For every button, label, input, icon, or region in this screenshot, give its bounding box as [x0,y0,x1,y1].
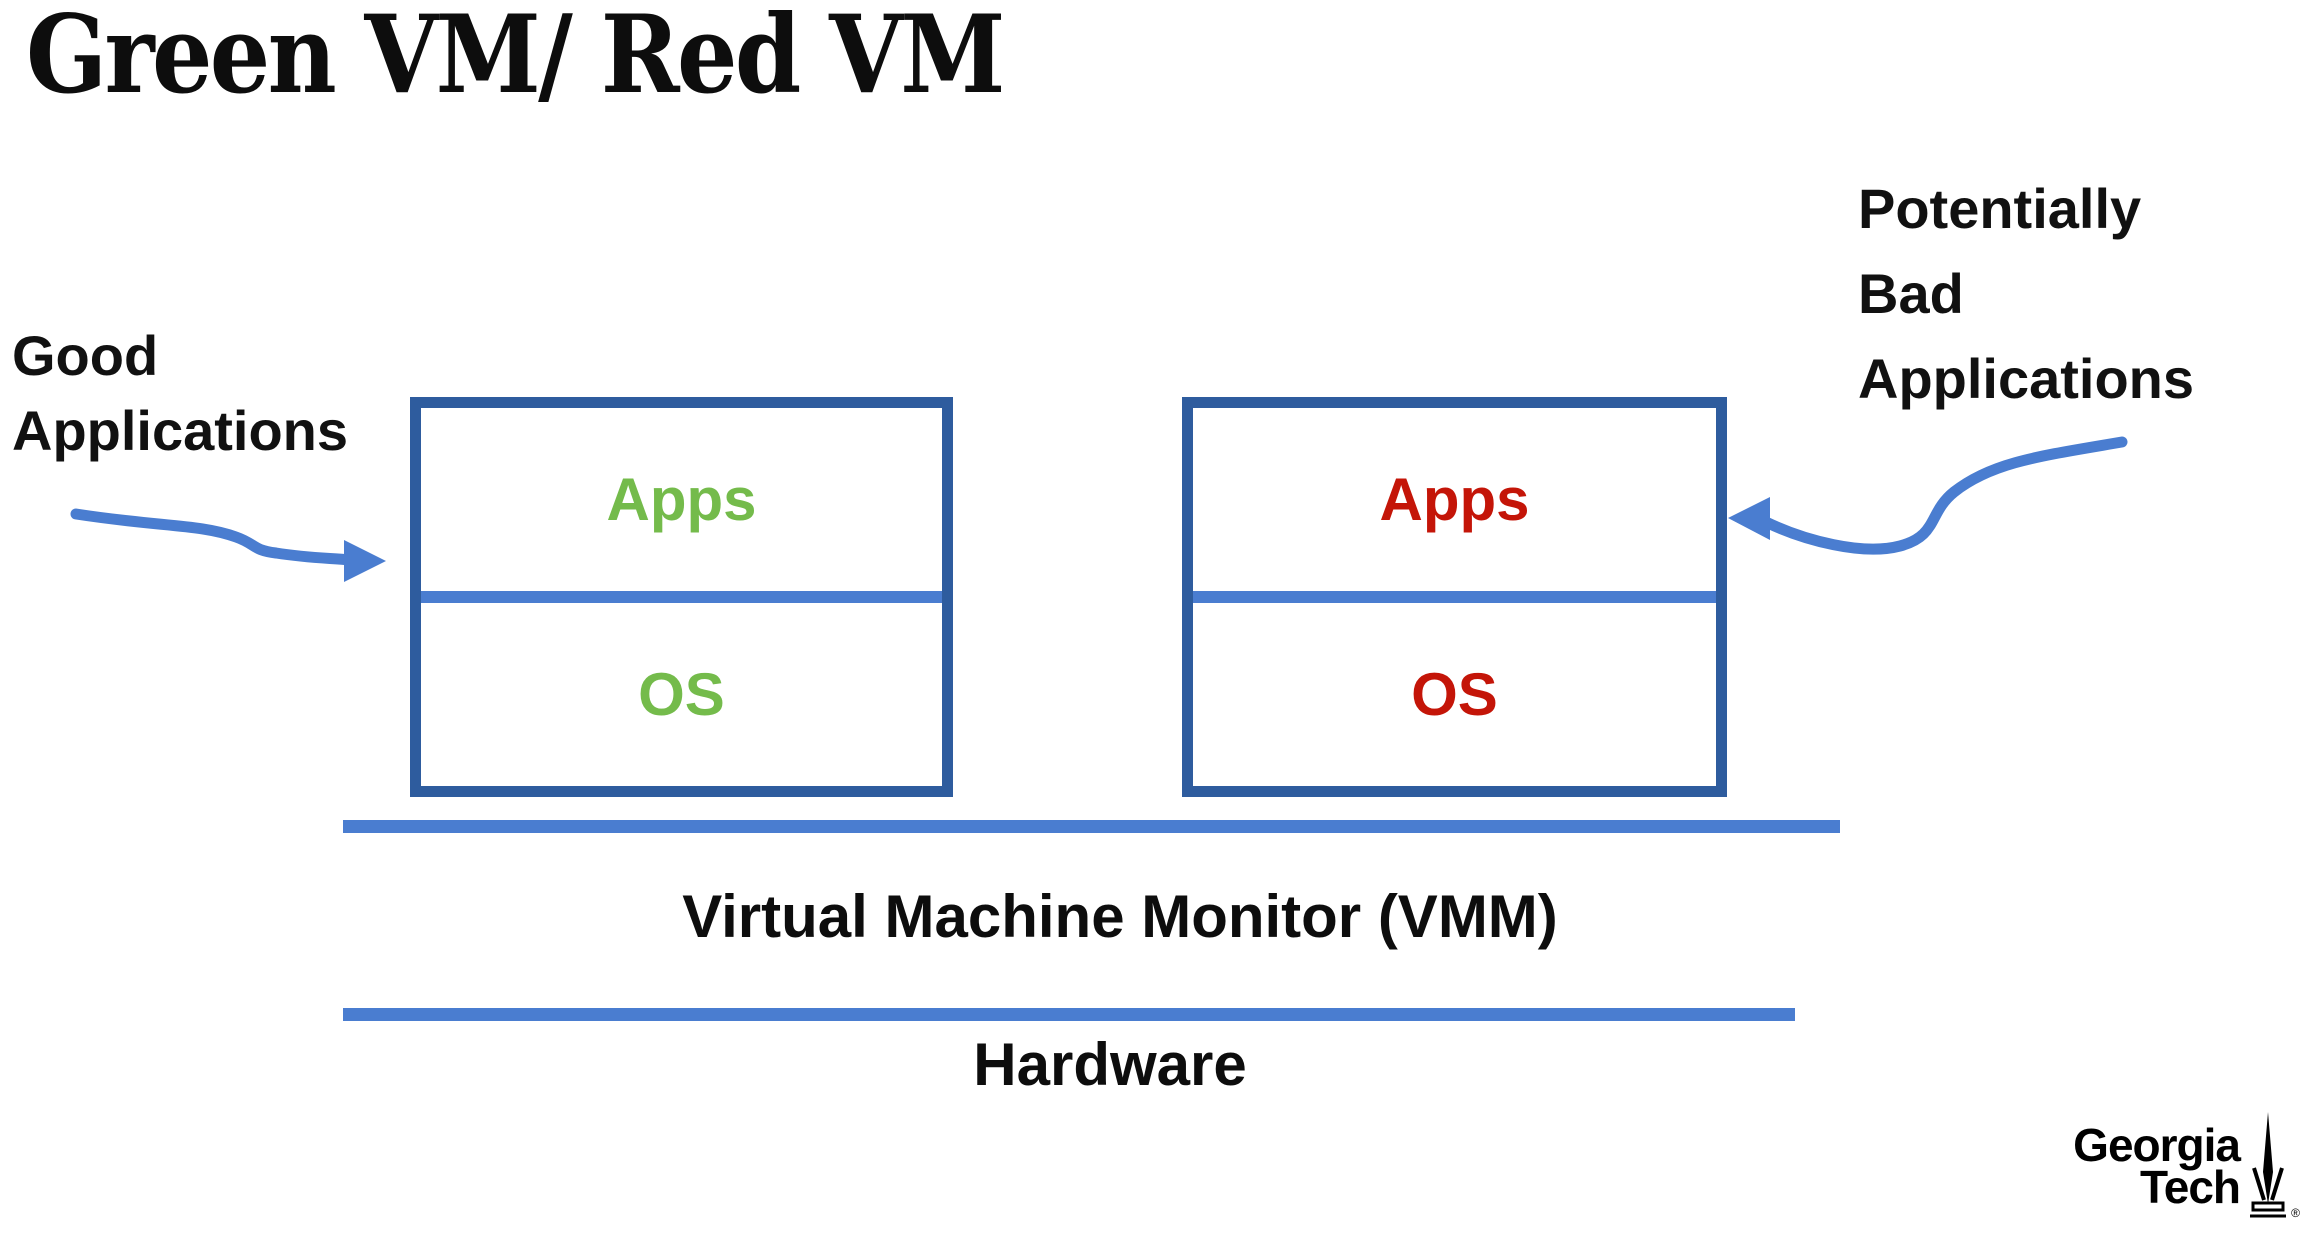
bad-applications-line1: Potentially [1858,177,2142,240]
good-applications-line2: Applications [12,399,349,462]
bad-applications-line3: Applications [1858,347,2195,410]
red-vm-box: Apps OS [1182,397,1727,797]
georgia-tech-logo-text: Georgia Tech [2073,1119,2241,1213]
green-vm-os-cell: OS [421,603,942,786]
slide-title: Green VM/ Red VM [26,0,1005,118]
georgia-tech-tower-icon [2250,1112,2286,1218]
red-vm-os-label: OS [1411,661,1498,728]
good-applications-label: Good Applications [12,318,348,468]
good-apps-curved-arrow-icon [70,508,386,582]
logo-georgia-text: Georgia [2073,1119,2241,1171]
green-vm-apps-label: Apps [606,466,757,533]
red-vm-divider [1193,591,1716,603]
bad-applications-line2: Bad [1858,262,1964,325]
green-vm-os-label: OS [638,661,725,728]
logo-tech-text: Tech [2140,1161,2241,1213]
vmm-layer-label: Virtual Machine Monitor (VMM) [682,883,1558,950]
vmm-layer-bar [343,820,1840,833]
georgia-tech-logo: Georgia Tech ® [2030,1112,2300,1224]
good-applications-line1: Good [12,324,159,387]
red-vm-apps-cell: Apps [1193,408,1716,591]
green-vm-divider [421,591,942,603]
registered-trademark-mark: ® [2291,1206,2300,1220]
bad-applications-label: Potentially Bad Applications [1858,166,2194,421]
bad-apps-curved-arrow-icon [1728,436,2128,555]
green-vm-box: Apps OS [410,397,953,797]
hardware-layer-label: Hardware [973,1031,1247,1098]
green-vm-apps-cell: Apps [421,408,942,591]
red-vm-apps-label: Apps [1379,466,1530,533]
red-vm-os-cell: OS [1193,603,1716,786]
hardware-layer-bar [343,1008,1795,1021]
